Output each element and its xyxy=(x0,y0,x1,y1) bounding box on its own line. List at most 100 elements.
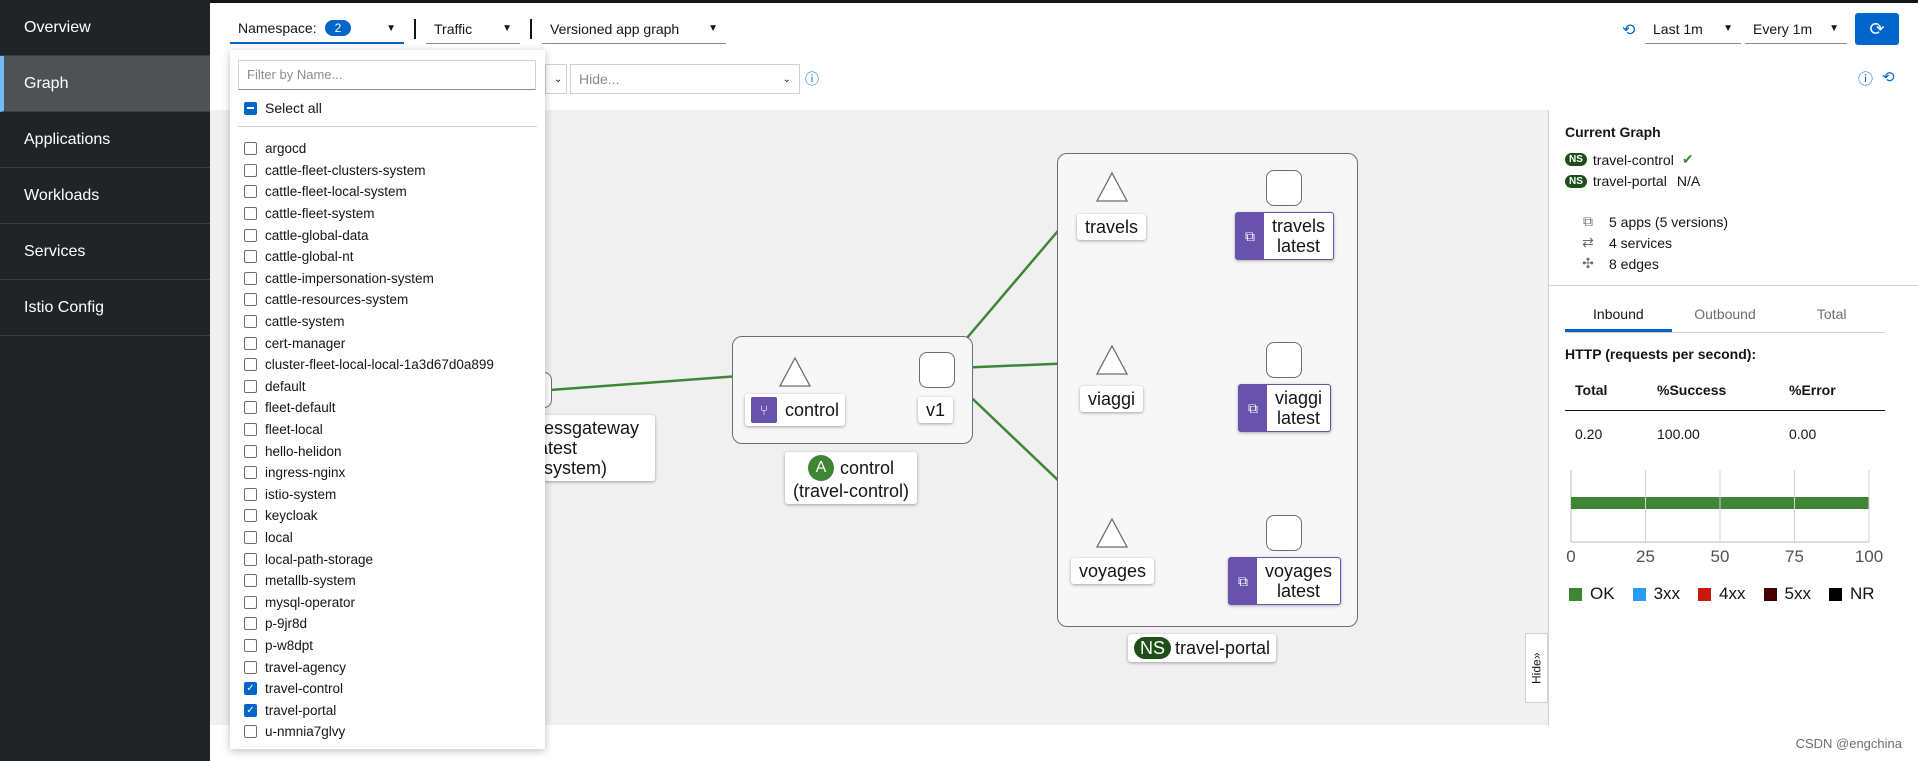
namespace-option[interactable]: cattle-global-data xyxy=(244,224,494,246)
sidebar-item-overview[interactable]: Overview xyxy=(0,0,210,56)
control-triangle-node[interactable] xyxy=(778,356,812,388)
checkbox-icon[interactable] xyxy=(244,293,257,307)
hide-input[interactable]: Hide... ⌄ xyxy=(570,64,800,94)
checkbox-icon[interactable] xyxy=(244,444,257,458)
checkbox-icon[interactable] xyxy=(244,617,257,631)
traffic-select[interactable]: Traffic ▼ xyxy=(426,14,520,44)
checkbox-checked-icon[interactable]: ✓ xyxy=(244,703,257,717)
tab-total[interactable]: Total xyxy=(1816,306,1847,322)
namespace-option[interactable]: ✓travel-portal xyxy=(244,699,494,721)
voyages-label[interactable]: voyages xyxy=(1071,558,1155,584)
namespace-option[interactable]: ✓travel-control xyxy=(244,678,494,700)
tab-outbound[interactable]: Outbound xyxy=(1694,306,1756,322)
checkbox-icon[interactable] xyxy=(244,271,257,285)
namespace-option[interactable]: cattle-fleet-system xyxy=(244,203,494,225)
namespace-option[interactable]: hello-helidon xyxy=(244,440,494,462)
checkbox-checked-icon[interactable]: ✓ xyxy=(244,682,257,696)
namespace-row[interactable]: NS travel-portal N/A xyxy=(1565,173,1700,189)
checkbox-icon[interactable] xyxy=(244,163,257,177)
namespace-option[interactable]: cert-manager xyxy=(244,332,494,354)
viaggi-workload-node[interactable] xyxy=(1266,342,1302,378)
sidebar-item-workloads[interactable]: Workloads xyxy=(0,168,210,224)
namespace-option[interactable]: cattle-fleet-local-system xyxy=(244,181,494,203)
display-select[interactable]: ⌄ xyxy=(545,64,567,94)
checkbox-icon[interactable] xyxy=(244,401,257,415)
sidebar-item-istio-config[interactable]: Istio Config xyxy=(0,280,210,336)
checkbox-icon[interactable] xyxy=(244,466,257,480)
travels-label[interactable]: travels xyxy=(1077,214,1147,240)
namespace-option[interactable]: local-path-storage xyxy=(244,548,494,570)
hide-panel-tab[interactable]: Hide » xyxy=(1525,633,1548,703)
checkbox-icon[interactable] xyxy=(244,595,257,609)
namespace-option[interactable]: cattle-system xyxy=(244,311,494,333)
sidebar-item-services[interactable]: Services xyxy=(0,224,210,280)
refresh-button[interactable]: ⟳ xyxy=(1855,13,1899,45)
namespace-option[interactable]: cattle-global-nt xyxy=(244,246,494,268)
checkbox-icon[interactable] xyxy=(244,207,257,221)
graph-type-select[interactable]: Versioned app graph ▼ xyxy=(542,14,726,44)
history-icon[interactable]: ⟲ xyxy=(1622,22,1636,39)
checkbox-icon[interactable] xyxy=(244,660,257,674)
namespace-option[interactable]: istio-system xyxy=(244,484,494,506)
namespace-filter-input[interactable]: Filter by Name... xyxy=(238,60,536,90)
checkbox-icon[interactable] xyxy=(244,487,257,501)
checkbox-icon[interactable] xyxy=(244,638,257,652)
namespace-option[interactable]: p-w8dpt xyxy=(244,635,494,657)
gateway-label[interactable]: ressgateway atest -system) xyxy=(530,415,655,481)
namespace-option[interactable]: u-nmnia7glvy xyxy=(244,721,494,743)
namespace-option[interactable]: local xyxy=(244,527,494,549)
refresh-interval-select[interactable]: Every 1m ▼ xyxy=(1745,14,1847,44)
checkbox-icon[interactable] xyxy=(244,228,257,242)
checkbox-icon[interactable] xyxy=(244,530,257,544)
namespace-option[interactable]: argocd xyxy=(244,138,494,160)
travel-portal-ns-label[interactable]: NS travel-portal xyxy=(1128,634,1277,662)
v1-workload-node[interactable] xyxy=(919,352,955,388)
checkbox-icon[interactable] xyxy=(244,574,257,588)
v1-label[interactable]: v1 xyxy=(918,397,954,423)
duration-select[interactable]: Last 1m ▼ xyxy=(1645,14,1741,44)
tab-inbound[interactable]: Inbound xyxy=(1565,295,1672,332)
namespace-option[interactable]: ingress-nginx xyxy=(244,462,494,484)
namespace-option[interactable]: fleet-default xyxy=(244,397,494,419)
help-icon[interactable]: ⓘ xyxy=(1858,71,1874,88)
travels-workload-node[interactable] xyxy=(1266,170,1302,206)
namespace-option[interactable]: metallb-system xyxy=(244,570,494,592)
namespace-option[interactable]: cluster-fleet-local-local-1a3d67d0a899 xyxy=(244,354,494,376)
viaggi-label[interactable]: viaggi xyxy=(1080,386,1144,412)
info-icon[interactable]: ⓘ xyxy=(805,71,819,87)
sidebar-item-graph[interactable]: Graph xyxy=(0,56,210,112)
checkbox-icon[interactable] xyxy=(244,379,257,393)
checkbox-icon[interactable] xyxy=(244,185,257,199)
checkbox-icon[interactable] xyxy=(244,315,257,329)
checkbox-icon[interactable] xyxy=(244,358,257,372)
voyages-workload-node[interactable] xyxy=(1266,515,1302,551)
control-group-label[interactable]: A control (travel-control) xyxy=(785,452,918,504)
sidebar-item-applications[interactable]: Applications xyxy=(0,112,210,168)
namespace-row[interactable]: NS travel-control ✔ xyxy=(1565,151,1694,168)
checkbox-icon[interactable] xyxy=(244,423,257,437)
select-all-checkbox[interactable]: Select all xyxy=(244,100,322,116)
namespace-option[interactable]: keycloak xyxy=(244,505,494,527)
checkbox-icon[interactable] xyxy=(244,142,257,156)
control-app-label[interactable]: ⑂ control xyxy=(745,394,846,426)
namespace-option[interactable]: mysql-operator xyxy=(244,591,494,613)
namespace-option[interactable]: cattle-impersonation-system xyxy=(244,268,494,290)
voyages-triangle-node[interactable] xyxy=(1095,517,1129,549)
namespace-option[interactable]: fleet-local xyxy=(244,419,494,441)
checkbox-icon[interactable] xyxy=(244,552,257,566)
checkbox-icon[interactable] xyxy=(244,725,257,739)
layout-icon[interactable]: ⟲ xyxy=(1882,69,1895,86)
namespace-option[interactable]: cattle-resources-system xyxy=(244,289,494,311)
namespace-option[interactable]: p-9jr8d xyxy=(244,613,494,635)
checkbox-icon[interactable] xyxy=(244,509,257,523)
namespace-select[interactable]: Namespace: 2 ▼ xyxy=(230,14,404,44)
namespace-option[interactable]: travel-agency xyxy=(244,656,494,678)
viaggi-triangle-node[interactable] xyxy=(1095,344,1129,376)
namespace-option[interactable]: default xyxy=(244,376,494,398)
namespace-option[interactable]: cattle-fleet-clusters-system xyxy=(244,160,494,182)
checkbox-icon[interactable] xyxy=(244,336,257,350)
checkbox-icon[interactable] xyxy=(244,250,257,264)
